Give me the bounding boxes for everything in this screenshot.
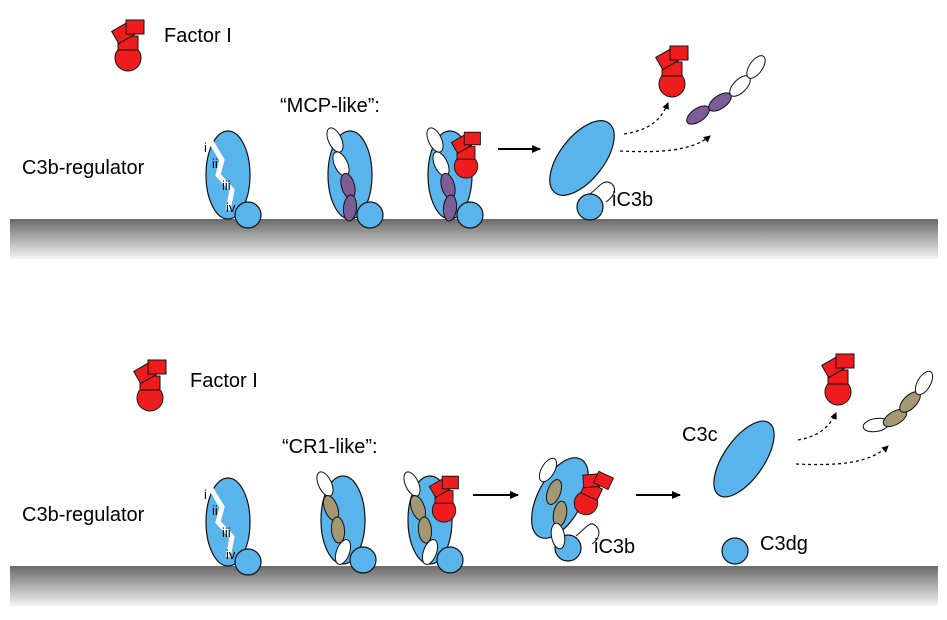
release-arrow-factor-i (623, 102, 669, 135)
release-arrow-regulator (795, 445, 889, 466)
ic3b-label: iC3b (594, 536, 635, 558)
domain-label-iv: iv (226, 200, 236, 215)
c3c-fragment (713, 420, 775, 498)
domain-label-ii: ii (212, 156, 218, 171)
release-arrow-factor-i (797, 412, 837, 441)
c3b-regulator-complex (313, 468, 377, 574)
regulator-label: C3b-regulator (22, 504, 145, 526)
factor-i-label: Factor I (164, 25, 232, 47)
c3b-regulator-complex (323, 124, 384, 229)
domain-label-iii: iii (222, 525, 231, 540)
ic3b-label: iC3b (612, 189, 653, 211)
domain-label-iii: iii (222, 178, 231, 193)
c3dg-fragment (721, 537, 749, 565)
release-arrow-regulator (619, 135, 711, 153)
factor-i-icon (133, 359, 167, 412)
domain-label-iv: iv (226, 547, 236, 562)
released-factor-i-icon (655, 45, 689, 98)
released-regulator (862, 370, 934, 433)
factor-i-label: Factor I (190, 370, 258, 392)
c3dg-label: C3dg (760, 533, 808, 555)
domain-label-i: i (204, 487, 207, 502)
released-regulator (686, 55, 766, 125)
membrane-surface-bottom (10, 566, 938, 606)
top-panel: Factor I C3b-regulator “MCP-like”: i ii … (10, 19, 938, 259)
c3b-with-domains: i ii iii iv (204, 130, 262, 229)
ic3b-intermediate-complex (531, 457, 614, 562)
bottom-panel: Factor I C3b-regulator “CR1-like”: i ii … (10, 353, 938, 606)
factor-i-icon (111, 19, 145, 72)
regulator-label: C3b-regulator (22, 157, 145, 179)
c3b-regulator-factor-i-complex (423, 124, 484, 229)
mode-label: “CR1-like”: (282, 436, 378, 458)
c3c-label: C3c (682, 424, 718, 446)
c3b-regulator-factor-i-complex (400, 468, 464, 574)
released-factor-i-icon (821, 353, 855, 406)
ic3b-product (549, 120, 615, 221)
mode-label: “MCP-like”: (280, 95, 380, 117)
domain-label-i: i (204, 140, 207, 155)
c3b-with-domains: i ii iii iv (204, 477, 262, 576)
domain-label-ii: ii (212, 503, 218, 518)
